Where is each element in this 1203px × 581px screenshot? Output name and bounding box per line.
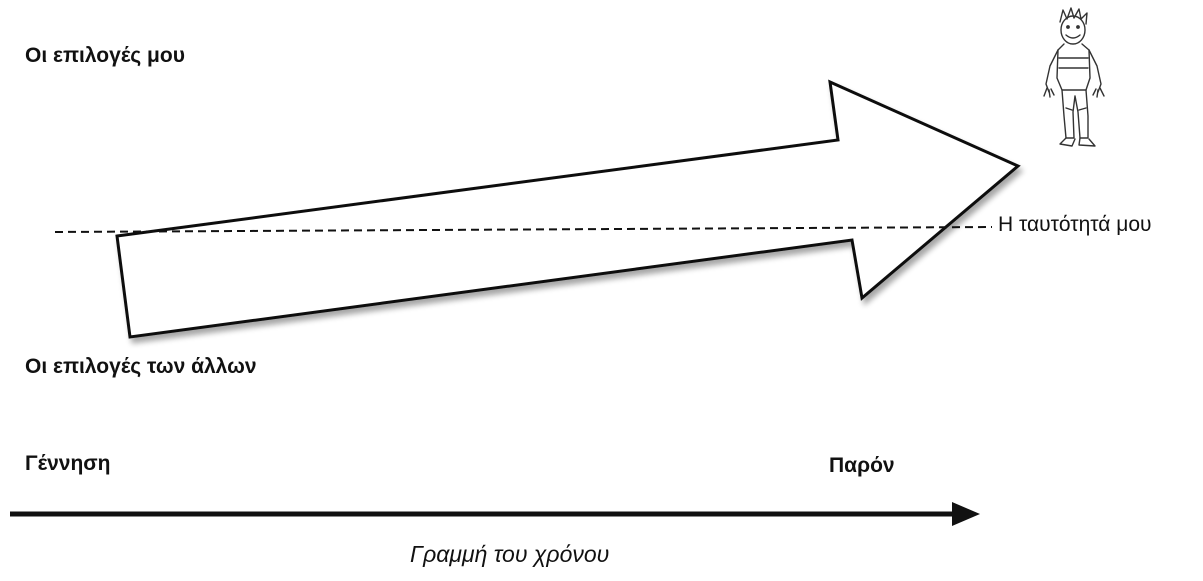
identity-dashed-line (54, 226, 993, 233)
timeline-label: Γραμμή του χρόνου (410, 541, 610, 567)
birth-label: Γέννηση (25, 452, 111, 475)
stick-figure-person-icon (1043, 7, 1105, 147)
block-arrow-icon (115, 79, 1021, 339)
identity-label: Η ταυτότητά μου (998, 213, 1152, 236)
present-label: Παρόν (829, 454, 895, 477)
timeline-arrow-icon (10, 502, 980, 526)
my-choices-label: Οι επιλογές μου (25, 44, 185, 67)
others-choices-label: Οι επιλογές των άλλων (25, 355, 257, 378)
